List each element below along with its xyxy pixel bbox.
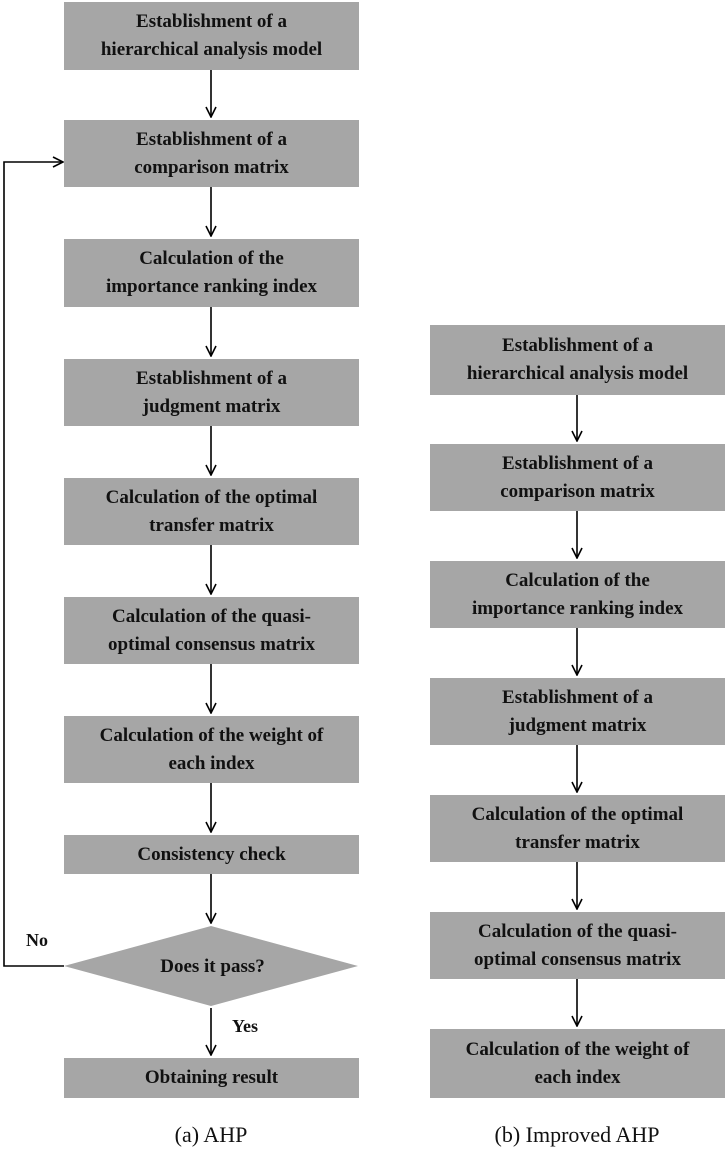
imp-step-optimal-transfer: Calculation of the optimal transfer matr… (430, 795, 725, 862)
imp-step-comparison-matrix: Establishment of a comparison matrix (430, 444, 725, 511)
imp-step-weight: Calculation of the weight of each index (430, 1029, 725, 1098)
imp-step-quasi-optimal: Calculation of the quasi- optimal consen… (430, 912, 725, 979)
decision-label: Does it pass? (160, 956, 265, 977)
imp-step-hierarchical-model: Establishment of a hierarchical analysis… (430, 325, 725, 395)
ahp-step-judgment-matrix: Establishment of a judgment matrix (64, 359, 359, 426)
no-label: No (26, 930, 48, 950)
ahp-step-hierarchical-model: Establishment of a hierarchical analysis… (64, 2, 359, 70)
imp-step-judgment-matrix: Establishment of a judgment matrix (430, 678, 725, 745)
ahp-step-optimal-transfer: Calculation of the optimal transfer matr… (64, 478, 359, 545)
ahp-step-quasi-optimal: Calculation of the quasi- optimal consen… (64, 597, 359, 664)
ahp-step-weight: Calculation of the weight of each index (64, 716, 359, 783)
ahp-step-comparison-matrix: Establishment of a comparison matrix (64, 120, 359, 187)
imp-step-importance-ranking: Calculation of the importance ranking in… (430, 561, 725, 628)
ahp-step-consistency-check: Consistency check (64, 835, 359, 874)
yes-label: Yes (232, 1016, 258, 1036)
improved-caption: (b) Improved AHP (494, 1122, 660, 1147)
no-feedback-loop (3, 162, 64, 967)
ahp-step-importance-ranking: Calculation of the importance ranking in… (64, 239, 359, 307)
ahp-step-result: Obtaining result (64, 1058, 359, 1098)
ahp-caption: (a) AHP (174, 1122, 248, 1147)
decision-diamond (64, 926, 358, 1006)
